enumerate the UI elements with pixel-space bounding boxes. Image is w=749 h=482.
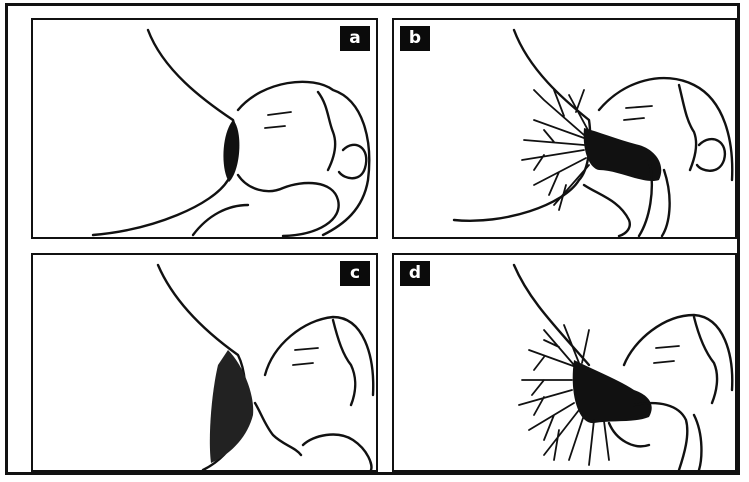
- areola: [223, 120, 239, 182]
- milk-ducts-center: [584, 128, 662, 181]
- panel-d-illustration: [394, 255, 735, 470]
- panel-b: b: [392, 18, 737, 239]
- infant-head: [265, 317, 373, 395]
- eye: [624, 118, 644, 120]
- panel-a-illustration: [33, 20, 376, 237]
- eye: [654, 361, 674, 363]
- breast-outline: [93, 30, 236, 235]
- eye: [293, 363, 313, 365]
- breast-outline: [454, 30, 590, 221]
- hairline: [679, 85, 696, 170]
- infant-shoulder: [303, 435, 371, 470]
- hairline: [333, 320, 355, 405]
- panel-c: c: [31, 253, 378, 472]
- breast-outline: [514, 265, 589, 365]
- eyebrow: [656, 346, 679, 348]
- hairline: [694, 317, 717, 403]
- infant-ear: [697, 139, 725, 171]
- areola-stippled: [210, 350, 253, 463]
- infant-chin: [584, 185, 630, 236]
- infant-ear: [339, 145, 366, 178]
- infant-head: [238, 82, 369, 235]
- eyebrow: [268, 112, 291, 115]
- infant-arm: [193, 205, 248, 235]
- milk-duct-branches: [522, 90, 589, 210]
- panel-d: d: [392, 253, 737, 472]
- infant-chin: [609, 423, 649, 446]
- eye: [265, 126, 285, 128]
- eyebrow: [626, 106, 652, 108]
- panel-a: a: [31, 18, 378, 239]
- panel-b-illustration: [394, 20, 735, 237]
- infant-hand: [238, 175, 339, 236]
- panel-c-illustration: [33, 255, 376, 470]
- infant-lips: [255, 403, 301, 455]
- milk-ducts-center: [573, 360, 652, 423]
- hairline: [318, 92, 335, 170]
- eyebrow: [295, 348, 318, 350]
